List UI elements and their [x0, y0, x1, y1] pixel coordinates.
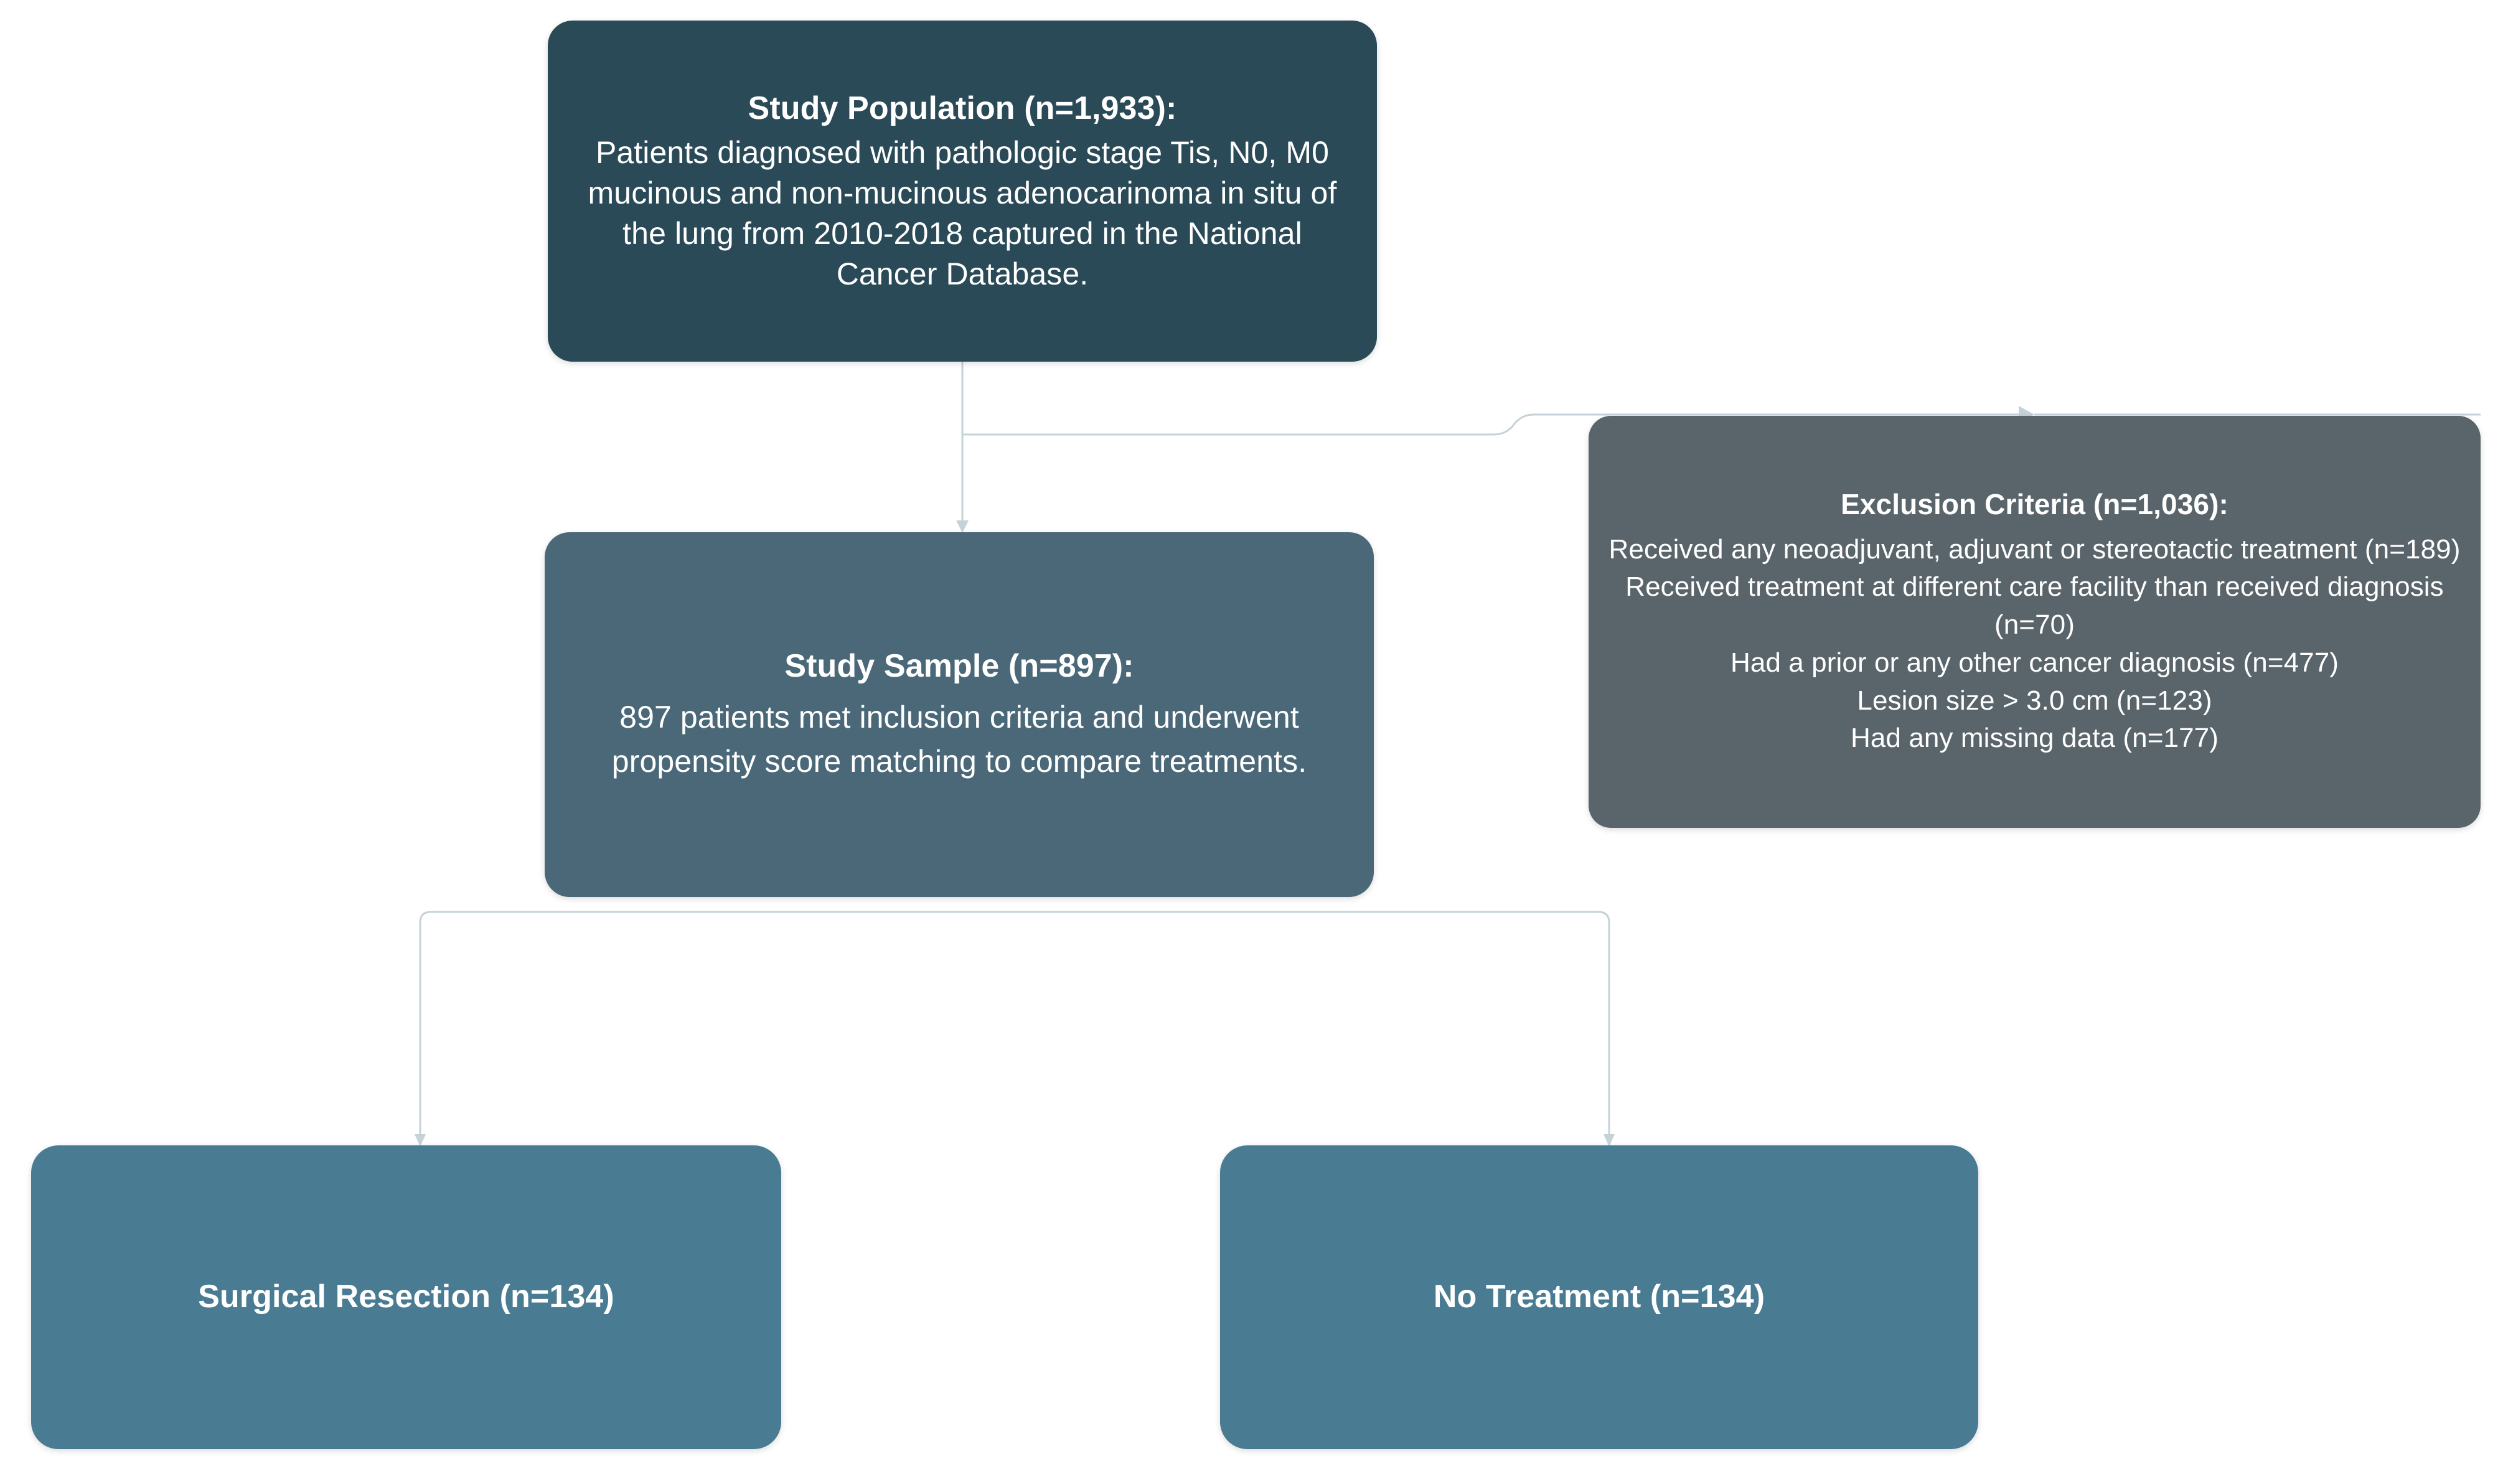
node-study-population[interactable]: Study Population (n=1,933): Patients dia…: [548, 21, 1377, 362]
exclusion-criteria-title: Exclusion Criteria (n=1,036):: [1841, 487, 2228, 520]
exclusion-criteria-item: Had any missing data (n=177): [1850, 723, 2219, 754]
study-population-title: Study Population (n=1,933):: [748, 90, 1177, 127]
exclusion-criteria-item: Received treatment at different care fac…: [1625, 571, 2444, 641]
connector-sample-arrowhead: [956, 520, 969, 533]
node-study-sample[interactable]: Study Sample (n=897): 897 patients met i…: [545, 532, 1374, 897]
connector-sample-to-surgical: [419, 911, 959, 1144]
exclusion-criteria-item: Had a prior or any other cancer diagnosi…: [1730, 647, 2339, 678]
exclusion-criteria-item: Received any neoadjuvant, adjuvant or st…: [1608, 533, 2461, 565]
surgical-resection-title: Surgical Resection (n=134): [198, 1279, 614, 1315]
exclusion-criteria-item: Lesion size > 3.0 cm (n=123): [1857, 685, 2212, 716]
study-sample-title: Study Sample (n=897):: [784, 648, 1134, 685]
connector-surgical-arrowhead: [415, 1134, 426, 1147]
node-surgical-resection[interactable]: Surgical Resection (n=134): [31, 1145, 781, 1449]
connector-population-to-exclusion: [962, 413, 2024, 436]
connector-sample-to-no-treatment: [959, 911, 1610, 1144]
no-treatment-title: No Treatment (n=134): [1433, 1279, 1765, 1315]
node-no-treatment[interactable]: No Treatment (n=134): [1220, 1145, 1978, 1449]
study-population-body: Patients diagnosed with pathologic stage…: [588, 134, 1337, 291]
study-sample-body: 897 patients met inclusion criteria and …: [611, 699, 1307, 779]
connector-no-treatment-arrowhead: [1604, 1134, 1615, 1147]
node-exclusion-criteria[interactable]: Exclusion Criteria (n=1,036): Received a…: [1589, 416, 2481, 828]
